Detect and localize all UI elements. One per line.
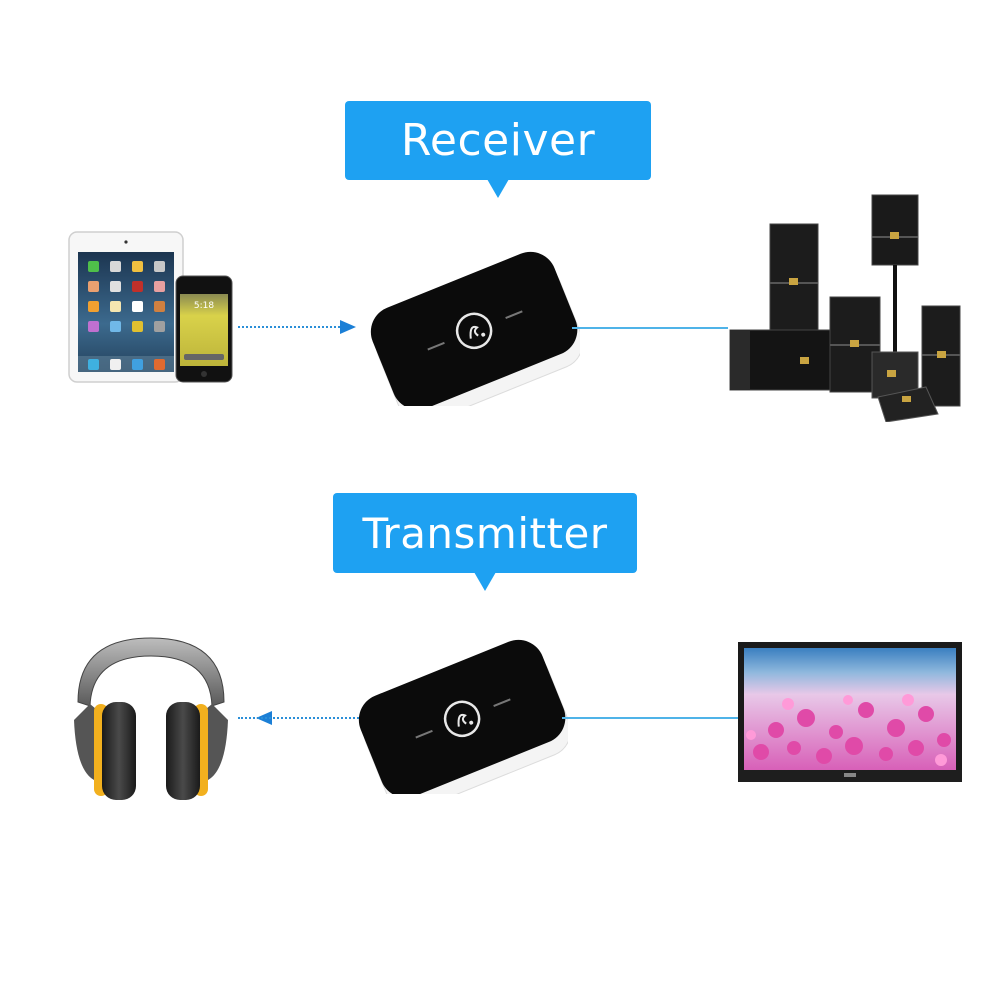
cable-connection-out [572,327,728,329]
bluetooth-connection-out [238,717,362,719]
receiver-device [360,246,584,424]
bluetooth-connection-in [238,326,344,328]
receiver-label-bubble: Receiver [345,101,651,180]
svg-text:5:18: 5:18 [194,301,214,311]
headphones-icon [68,630,234,802]
tv-icon [736,640,964,788]
transmitter-label-bubble: Transmitter [333,493,637,573]
cable-connection-in [562,717,738,719]
tablet-phone-icon: 5:18 [66,228,236,388]
arrow-right-icon [340,320,356,334]
receiver-label: Receiver [400,115,596,166]
transmitter-label: Transmitter [362,508,608,558]
transmitter-device [348,634,572,812]
speaker-system-icon [726,192,966,423]
